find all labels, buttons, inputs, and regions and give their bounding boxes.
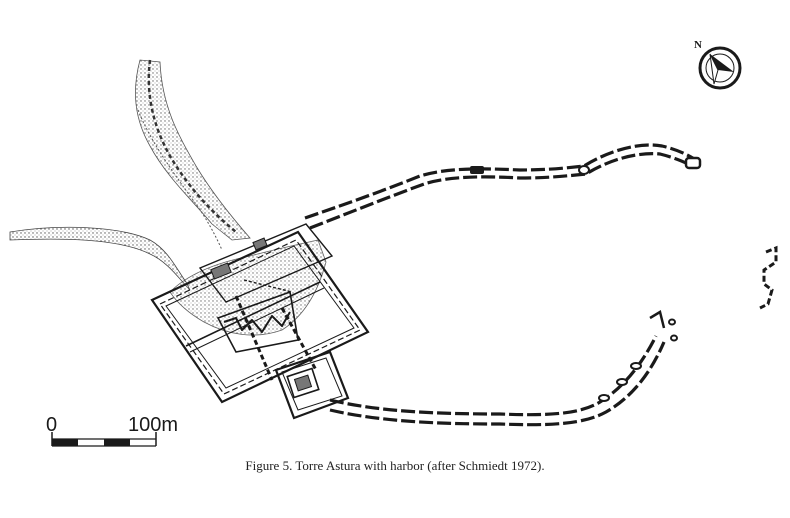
south-mole-features — [598, 310, 678, 402]
scale-start-label: 0 — [46, 414, 57, 436]
north-arrow: N — [694, 39, 742, 90]
east-island-structure — [759, 245, 778, 310]
villa-complex — [150, 223, 370, 420]
inner-shore — [169, 239, 327, 336]
west-coastline — [9, 226, 191, 291]
channel-shore — [135, 59, 251, 251]
figure-caption: Figure 5. Torre Astura with harbor (afte… — [245, 458, 545, 473]
north-mole — [304, 143, 700, 230]
north-label: N — [694, 39, 702, 51]
scale-end-label: 100m — [128, 414, 178, 436]
north-mole-features — [470, 156, 702, 175]
scale-bar: 0 100m — [46, 414, 178, 447]
south-mole — [329, 335, 666, 427]
